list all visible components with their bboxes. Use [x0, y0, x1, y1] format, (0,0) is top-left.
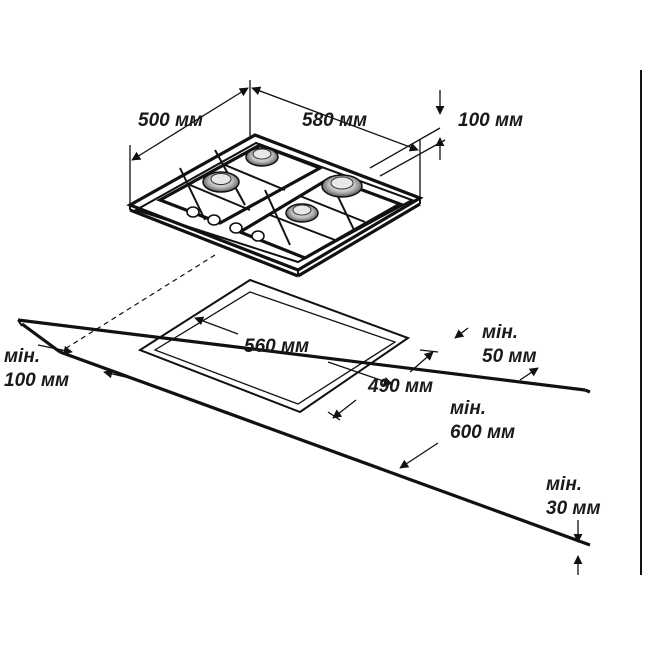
- clearance-back-arrow: [454, 327, 469, 339]
- label-side-min: мін.: [4, 346, 40, 367]
- dimension-hob-width: [251, 86, 421, 198]
- countertop-cutout: [137, 278, 411, 414]
- label-cutout-depth: 490 мм: [367, 376, 433, 397]
- label-side-value: 100 мм: [4, 370, 69, 391]
- burner-front-right: [285, 203, 319, 223]
- dimension-hob-height: [369, 90, 446, 177]
- burner-back-right: [321, 174, 363, 198]
- clearance-side-arrows: [37, 344, 131, 379]
- gas-hob: [126, 133, 424, 278]
- label-back-min: мін.: [482, 322, 518, 343]
- label-wall-value: 600 мм: [450, 422, 515, 443]
- label-back-value: 50 мм: [482, 346, 537, 367]
- dimension-hob-depth: [129, 80, 251, 205]
- label-hob-height: 100 мм: [458, 110, 523, 131]
- dimension-cutout-depth: [327, 349, 439, 421]
- clearance-wall-arrows: [399, 367, 539, 469]
- projection-dashed-line: [59, 254, 216, 353]
- label-hob-depth: 500 мм: [138, 110, 203, 131]
- control-knobs: [186, 206, 265, 242]
- burner-front-left: [202, 171, 240, 193]
- label-bottom-value: 30 мм: [546, 498, 601, 519]
- label-cutout-width: 560 мм: [244, 336, 309, 357]
- pan-supports: [156, 143, 404, 260]
- burner-back-left: [245, 147, 279, 167]
- label-bottom-min: мін.: [546, 474, 582, 495]
- dimension-cutout-width: [194, 316, 393, 386]
- label-wall-min: мін.: [450, 398, 486, 419]
- label-hob-width: 580 мм: [302, 110, 367, 131]
- countertop: [17, 318, 591, 547]
